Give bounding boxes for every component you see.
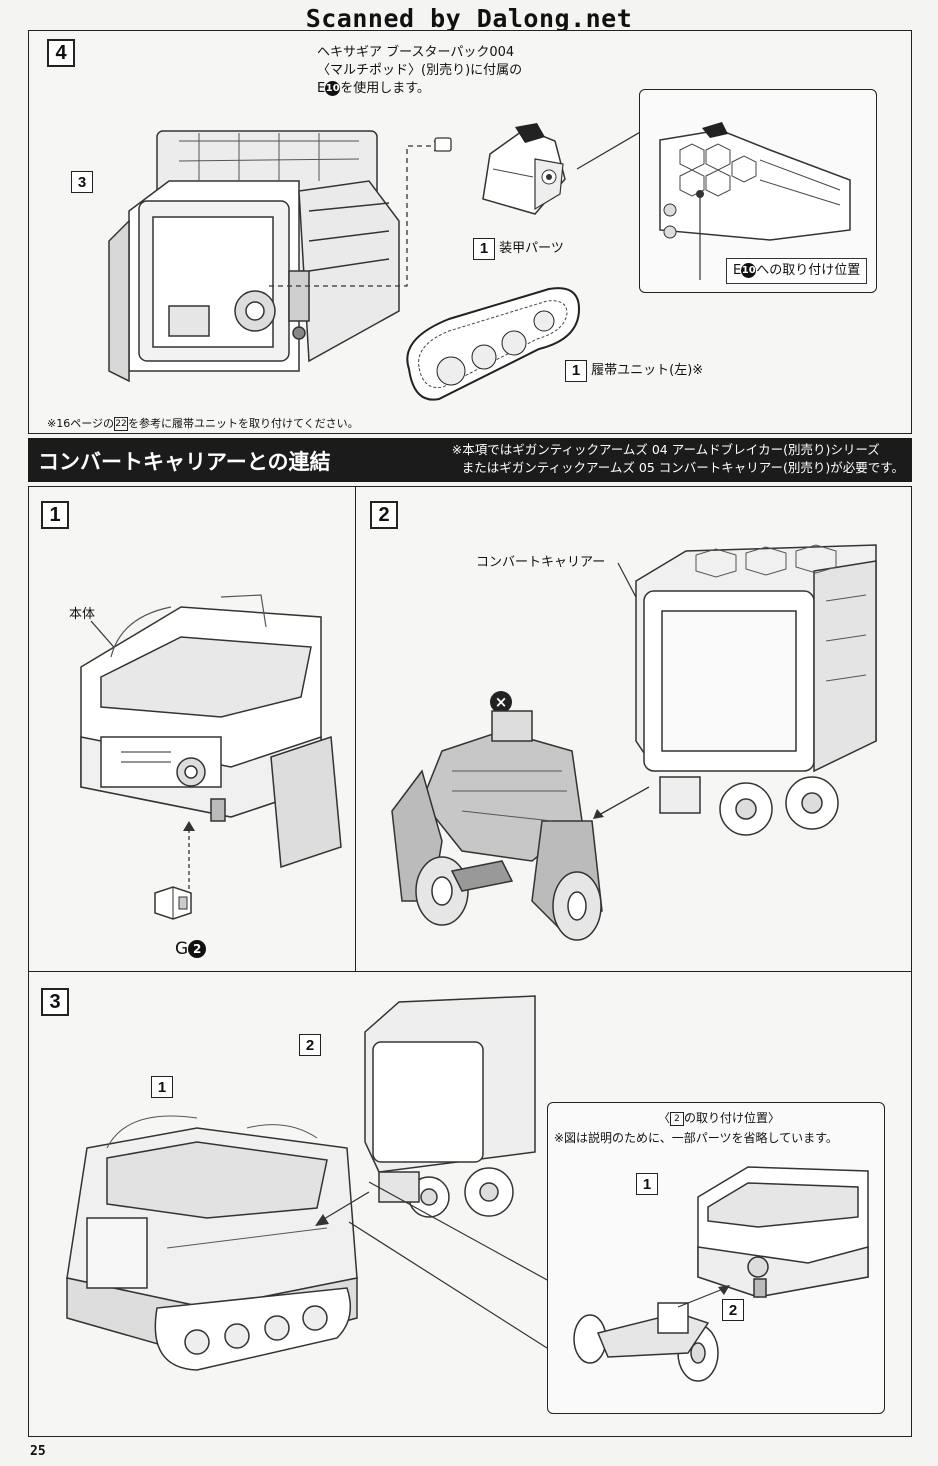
e10-callout-suffix: を使用します。 bbox=[340, 81, 430, 96]
inset-chassis-illustration bbox=[573, 1285, 730, 1382]
inset-ref-1: 1 bbox=[636, 1173, 658, 1195]
insert-arrow bbox=[183, 821, 195, 889]
step3-connect-lines bbox=[315, 1181, 570, 1363]
armor-part-text: 装甲パーツ bbox=[499, 241, 564, 256]
carrier-leader-line bbox=[617, 562, 639, 602]
part-ref-3: 3 bbox=[71, 171, 93, 193]
connect-arrow bbox=[593, 786, 650, 819]
e10-number-badge: 10 bbox=[325, 81, 341, 96]
e10-callout-line1: ヘキサギア ブースターパック004 bbox=[317, 45, 515, 60]
armor-part-number: 1 bbox=[473, 237, 495, 260]
mount-label-text: への取り付け位置 bbox=[756, 263, 861, 278]
g2-number-badge: 2 bbox=[188, 940, 207, 958]
robot-unit-illustration bbox=[391, 710, 603, 941]
g2-part-illustration bbox=[154, 886, 192, 920]
step3-carrier-illustration bbox=[364, 995, 536, 1218]
vehicle-rear-illustration bbox=[108, 130, 400, 383]
inset-title-ref: 2 bbox=[670, 1111, 685, 1126]
page-number: 25 bbox=[30, 1444, 46, 1459]
step4-panel: 4 ヘキサギア ブースターパック004 〈マルチポッド〉(別売り)に付属の E1… bbox=[28, 30, 912, 434]
step4-number: 4 bbox=[47, 39, 75, 67]
remove-mark: × bbox=[490, 691, 512, 713]
e10-letter: E bbox=[317, 81, 326, 96]
section-banner: コンバートキャリアーとの連結 ※本項ではギガンティックアームズ 04 アームドブ… bbox=[28, 438, 912, 482]
step1-number: 1 bbox=[41, 501, 69, 529]
step2-number: 2 bbox=[370, 501, 398, 529]
step4-footnote: ※16ページの22を参考に履帯ユニットを取り付けてください。 bbox=[47, 415, 359, 431]
armor-parts-label: 1 装甲パーツ bbox=[473, 237, 564, 260]
e10-callout-line3: E10を使用します。 bbox=[317, 80, 563, 98]
g2-letter: G bbox=[175, 939, 189, 959]
section-note-line1: ※本項ではギガンティックアームズ 04 アームドブレイカー(別売り)シリーズ bbox=[451, 442, 880, 457]
mount-position-label: E10への取り付け位置 bbox=[726, 258, 868, 284]
inset-note: ※図は説明のために、一部パーツを省略しています。 bbox=[554, 1131, 838, 1145]
track-unit-illustration bbox=[406, 287, 581, 401]
callout-pointer bbox=[576, 130, 643, 170]
scanner-watermark: Scanned by Dalong.net bbox=[305, 4, 633, 33]
e10-callout: ヘキサギア ブースターパック004 〈マルチポッド〉(別売り)に付属の E10を… bbox=[311, 41, 569, 103]
body-label: 本体 bbox=[69, 607, 96, 622]
mount-number-badge: 10 bbox=[741, 263, 757, 278]
step3-vehicle-illustration bbox=[66, 1115, 358, 1371]
mount-inset-illustration bbox=[659, 122, 851, 280]
track-part-number: 1 bbox=[565, 359, 587, 382]
section-note: ※本項ではギガンティックアームズ 04 アームドブレイカー(別売り)シリーズ ま… bbox=[452, 441, 904, 477]
mount-position-inset: E10への取り付け位置 bbox=[639, 89, 877, 293]
inset-title-suffix: の取り付け位置〉 bbox=[684, 1111, 781, 1125]
body-vehicle-illustration bbox=[80, 594, 342, 869]
track-unit-label: 1 履帯ユニット(左)※ bbox=[565, 359, 703, 382]
inset-title-prefix: 〈 bbox=[658, 1111, 671, 1125]
armor-part-illustration bbox=[482, 123, 566, 215]
step3-panel: 3 1 2 bbox=[28, 971, 912, 1437]
track-unit-text: 履帯ユニット(左)※ bbox=[591, 363, 704, 378]
step3-number: 3 bbox=[41, 988, 69, 1016]
carrier-illustration bbox=[635, 544, 877, 836]
e10-callout-line2: 〈マルチポッド〉(別売り)に付属の bbox=[317, 63, 523, 78]
section-title: コンバートキャリアーとの連結 bbox=[38, 450, 331, 474]
footnote-suffix: を参考に履帯ユニットを取り付けてください。 bbox=[128, 417, 359, 430]
mount-letter: E bbox=[733, 263, 742, 278]
footnote-prefix: ※16ページの bbox=[47, 417, 114, 430]
step2-panel: 2 コンバートキャリアー × bbox=[355, 486, 912, 972]
inset-ref-2: 2 bbox=[722, 1299, 744, 1321]
section-note-line2: またはギガンティックアームズ 05 コンバートキャリアー(別売り)が必要です。 bbox=[461, 460, 904, 475]
step3-ref-2: 2 bbox=[299, 1034, 321, 1056]
carrier-label: コンバートキャリアー bbox=[476, 555, 606, 570]
inset-vehicle-illustration bbox=[697, 1166, 869, 1298]
step3-ref-1: 1 bbox=[151, 1076, 173, 1098]
footnote-ref-badge: 22 bbox=[114, 417, 128, 431]
e10-peg-part bbox=[434, 137, 452, 152]
